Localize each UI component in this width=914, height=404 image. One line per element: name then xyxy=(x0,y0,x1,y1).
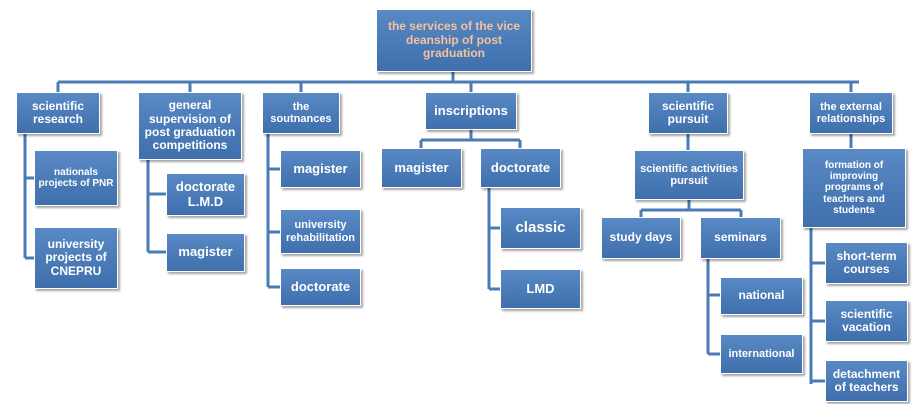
node-the-soutnances: the soutnances xyxy=(262,92,340,134)
node-doctorate-lmd: doctorate L.M.D xyxy=(166,173,245,216)
node-label: scientific activities pursuit xyxy=(640,162,738,187)
node-label: LMD xyxy=(526,280,555,296)
node-inscriptions: inscriptions xyxy=(425,92,517,130)
node-classic: classic xyxy=(500,207,581,249)
connector-seminars-children xyxy=(706,259,720,356)
node-seminars: seminars xyxy=(700,217,781,259)
node-short-term-courses: short-term courses xyxy=(825,242,908,284)
node-lmd: LMD xyxy=(500,269,581,309)
node-nationals-projects-pnr: nationals projects of PNR xyxy=(34,150,118,206)
node-university-rehabilitation: university rehabilitation xyxy=(280,209,361,254)
node-scientific-pursuit: scientific pursuit xyxy=(648,92,728,134)
node-inscriptions-magister: magister xyxy=(381,148,462,188)
connector-soutnances-children xyxy=(266,134,280,289)
root-node-label: the services of the vice deanship of pos… xyxy=(387,19,521,61)
node-label: university rehabilitation xyxy=(285,219,356,244)
node-national: national xyxy=(720,277,803,315)
node-label: university projects of CNEPRU xyxy=(45,236,107,278)
connector-activities-children xyxy=(639,200,743,217)
node-soutnances-doctorate: doctorate xyxy=(280,268,361,306)
node-scientific-activities-pursuit: scientific activities pursuit xyxy=(634,150,744,200)
node-label: short-term courses xyxy=(836,248,897,276)
node-label: nationals projects of PNR xyxy=(38,166,114,189)
node-label: formation of improving programs of teach… xyxy=(823,160,885,216)
node-label: seminars xyxy=(714,230,767,245)
node-label: the soutnances xyxy=(270,100,332,125)
node-general-supervision: general supervision of post graduation c… xyxy=(138,92,242,160)
connector-formation-children xyxy=(809,228,825,384)
node-soutnances-magister: magister xyxy=(280,150,361,188)
node-label: magister xyxy=(293,160,348,176)
node-label: scientific research xyxy=(31,98,85,126)
node-inscriptions-doctorate: doctorate xyxy=(480,148,561,188)
node-label: doctorate L.M.D xyxy=(175,178,236,209)
node-label: magister xyxy=(394,159,449,175)
node-label: general supervision of post graduation c… xyxy=(144,98,236,153)
node-label: inscriptions xyxy=(434,102,508,118)
node-formation-programs: formation of improving programs of teach… xyxy=(802,148,906,228)
node-label: international xyxy=(728,347,795,360)
node-university-projects-cnepru: university projects of CNEPRU xyxy=(34,227,118,289)
node-international: international xyxy=(720,334,803,374)
node-detachment-of-teachers: detachment of teachers xyxy=(825,360,908,402)
node-label: magister xyxy=(178,244,233,260)
node-scientific-research: scientific research xyxy=(16,92,100,134)
root-node: the services of the vice deanship of pos… xyxy=(376,9,532,72)
node-label: scientific vacation xyxy=(840,306,893,334)
connector-doctorate-children xyxy=(487,188,500,291)
node-label: doctorate xyxy=(290,278,351,294)
node-supervision-magister: magister xyxy=(166,233,245,272)
connector-inscriptions-children xyxy=(419,130,522,148)
node-study-days: study days xyxy=(601,217,681,259)
node-external-relationships: the external relationships xyxy=(809,92,893,134)
connector-research-children xyxy=(23,134,34,260)
node-label: study days xyxy=(609,230,673,245)
node-label: classic xyxy=(515,218,566,236)
node-scientific-vacation: scientific vacation xyxy=(825,300,908,342)
node-label: national xyxy=(738,288,785,303)
node-label: scientific pursuit xyxy=(661,98,715,126)
connector-supervision-children xyxy=(146,160,166,254)
node-label: the external relationships xyxy=(816,100,886,125)
node-label: doctorate xyxy=(490,159,551,175)
node-label: detachment of teachers xyxy=(832,366,901,394)
